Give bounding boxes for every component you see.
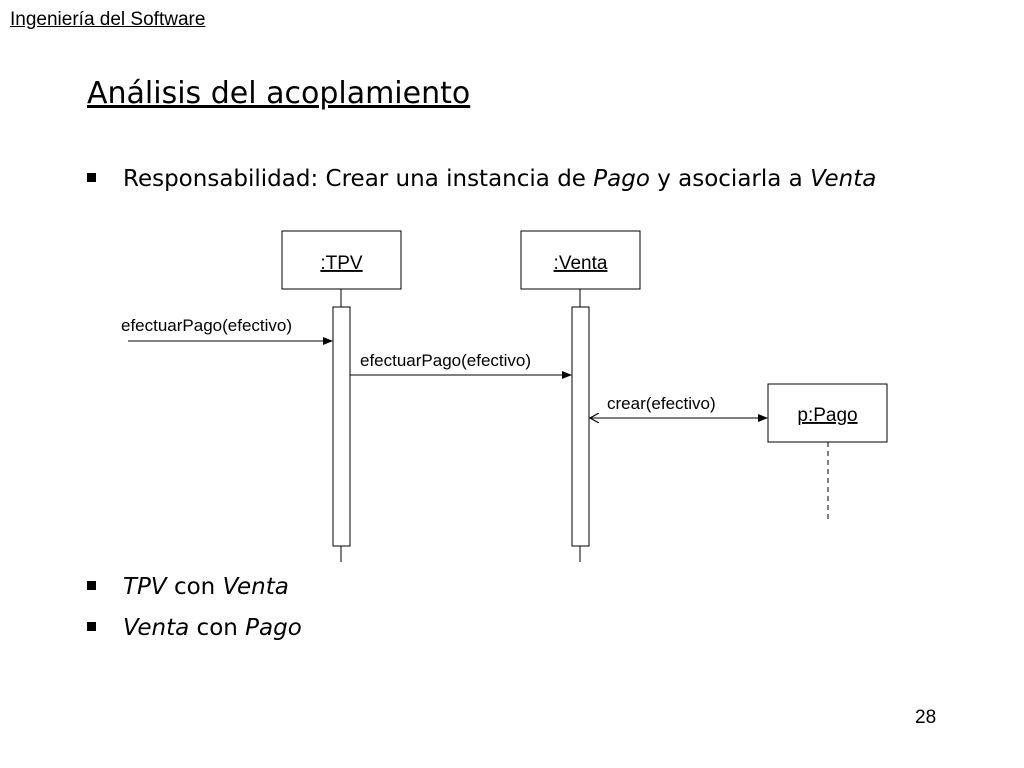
bullet-text: con	[189, 615, 246, 641]
object-venta: :Venta	[520, 230, 641, 290]
object-pago: p:Pago	[767, 383, 888, 443]
object-tpv-label: :TPV	[320, 253, 363, 274]
course-title: Ingeniería del Software	[10, 9, 206, 30]
bullet-text: y asociarla a	[649, 166, 811, 192]
slide-title: Análisis del acoplamiento	[87, 76, 471, 111]
bullet-square-icon	[87, 622, 96, 631]
bullet-square-icon	[87, 173, 96, 182]
object-pago-label: p:Pago	[797, 405, 857, 426]
page-number: 28	[915, 707, 937, 728]
activation-venta	[571, 306, 590, 547]
object-venta-label: :Venta	[554, 253, 608, 274]
object-tpv-box	[281, 230, 402, 290]
message-2-label: efectuarPago(efectivo)	[360, 351, 531, 370]
bullet-venta-pago: Venta con Pago	[87, 615, 302, 641]
activation-tpv	[332, 306, 351, 547]
object-venta-box	[520, 230, 641, 290]
bullet-italic-term: Venta	[810, 166, 877, 192]
object-tpv: :TPV	[281, 230, 402, 290]
bullet-italic-term: Pago	[593, 166, 650, 192]
bullet-italic-term: Venta	[222, 574, 289, 600]
object-pago-box	[767, 383, 888, 443]
bullet-tpv-venta: TPV con Venta	[87, 574, 289, 600]
message-1-label: efectuarPago(efectivo)	[121, 316, 292, 335]
bullet-text: Responsabilidad: Crear una instancia de	[123, 166, 594, 192]
bullet-italic-term: Venta	[123, 615, 190, 641]
bullet-square-icon	[87, 581, 96, 590]
bullet-responsabilidad: Responsabilidad: Crear una instancia de …	[87, 166, 876, 192]
bullet-italic-term: TPV	[123, 574, 167, 600]
bullet-italic-term: Pago	[245, 615, 302, 641]
bullet-text: con	[166, 574, 223, 600]
message-3-label: crear(efectivo)	[607, 394, 716, 413]
